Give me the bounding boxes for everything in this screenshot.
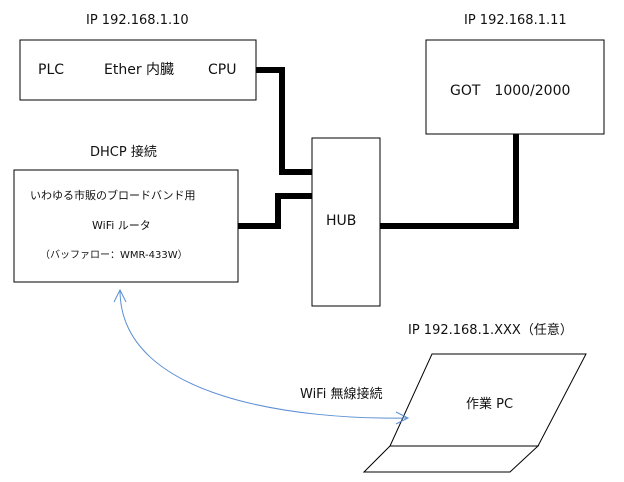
- cable-plc-hub: [256, 67, 312, 175]
- cable-router-hub: [238, 193, 312, 229]
- wifi-arrowhead-router: [113, 288, 127, 303]
- router-line2-label: WiFi ルータ: [92, 219, 151, 232]
- pc-ip-label: IP 192.168.1.XXX（任意）: [408, 323, 573, 338]
- wifi-link-curve: [119, 289, 409, 419]
- router-header-label: DHCP 接続: [90, 145, 157, 160]
- plc-ip-label: IP 192.168.1.10: [86, 13, 189, 28]
- laptop-keyboard: [362, 445, 540, 473]
- router-box: [13, 169, 239, 283]
- wifi-arrowhead-pc: [395, 411, 410, 425]
- wifi-link-label: WiFi 無線接続: [300, 387, 383, 402]
- plc-name-label: PLC: [38, 62, 65, 78]
- hub-label: HUB: [326, 213, 357, 229]
- plc-cpu-label: CPU: [208, 62, 237, 78]
- router-line1-label: いわゆる市販のブロードバンド用: [30, 189, 196, 202]
- plc-desc-label: Ether 内臓: [104, 62, 175, 78]
- hub-box: [311, 137, 381, 307]
- got-ip-label: IP 192.168.1.11: [464, 13, 567, 28]
- router-line3-label: （バッファロー：WMR-433W）: [40, 250, 188, 261]
- pc-label: 作業 PC: [466, 397, 514, 412]
- plc-box: [19, 39, 257, 101]
- cable-hub-got: [380, 134, 519, 229]
- got-box: [425, 39, 605, 135]
- got-name-label: GOT 1000/2000: [450, 83, 571, 99]
